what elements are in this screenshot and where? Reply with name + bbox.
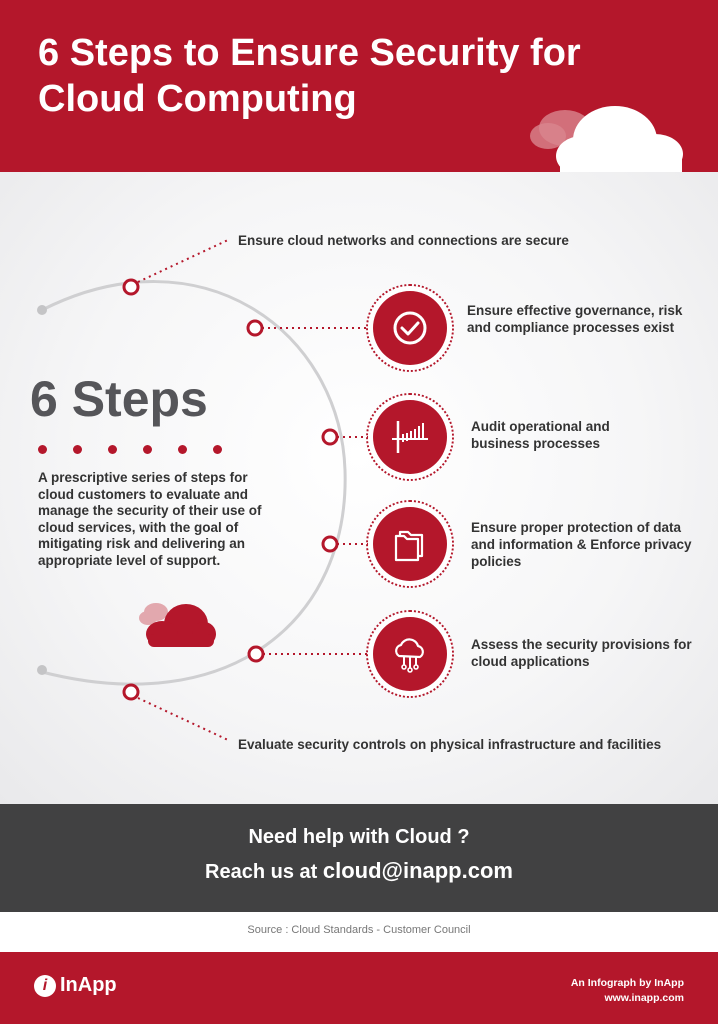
cloud-network-icon <box>395 638 424 673</box>
main-content <box>0 172 718 804</box>
cta-prefix: Reach us at <box>205 861 323 883</box>
check-icon <box>393 311 427 345</box>
dot <box>143 445 152 454</box>
header-banner <box>0 0 718 172</box>
governance-badge <box>373 291 447 365</box>
audit-badge <box>373 400 447 474</box>
icon-ring-governance <box>366 284 454 372</box>
source-note: Source : Cloud Standards - Customer Coun… <box>247 924 471 936</box>
step-6-text: Evaluate security controls on physical i… <box>238 737 662 752</box>
step-4-text: Ensure proper protection of data and inf… <box>471 520 692 569</box>
website-link[interactable]: www.inapp.com <box>604 992 684 1004</box>
logo-text: InApp <box>60 974 117 996</box>
steps-description: A prescriptive series of steps for cloud… <box>38 470 262 568</box>
header-cloud-icon <box>530 106 683 172</box>
folder-icon <box>394 530 424 562</box>
credit-block: An Infograph by InApp www.inapp.com <box>571 976 684 1006</box>
credit-line: An Infograph by InApp <box>570 977 684 989</box>
contact-email-link[interactable]: cloud@inapp.com <box>322 858 513 883</box>
dot-divider <box>38 441 248 459</box>
step-5-text: Assess the security provisions for cloud… <box>471 637 692 669</box>
dot <box>178 445 187 454</box>
icon-ring-cloud-apps <box>366 610 454 698</box>
cta-contact: Reach us at cloud@inapp.com <box>0 858 718 884</box>
page-title: 6 Steps to Ensure Security for Cloud Com… <box>38 32 581 120</box>
icon-ring-data <box>366 500 454 588</box>
footer-bar <box>0 952 718 1024</box>
step-1-text: Ensure cloud networks and connections ar… <box>238 233 569 248</box>
dot <box>38 445 47 454</box>
cta-banner <box>0 804 718 912</box>
dot <box>213 445 222 454</box>
cloud-apps-badge <box>373 617 447 691</box>
inapp-logo-icon: i <box>34 974 56 997</box>
chart-icon <box>392 421 428 453</box>
icon-ring-audit <box>366 393 454 481</box>
dot <box>73 445 82 454</box>
steps-arc-diagram <box>37 239 370 741</box>
small-cloud-icon <box>139 603 216 647</box>
data-badge <box>373 507 447 581</box>
dot <box>108 445 117 454</box>
cta-heading: Need help with Cloud ? <box>248 826 470 848</box>
step-2-text: Ensure effective governance, risk and co… <box>467 303 683 335</box>
step-3-text: Audit operational and business processes <box>471 419 610 451</box>
steps-heading: 6 Steps <box>30 371 208 427</box>
